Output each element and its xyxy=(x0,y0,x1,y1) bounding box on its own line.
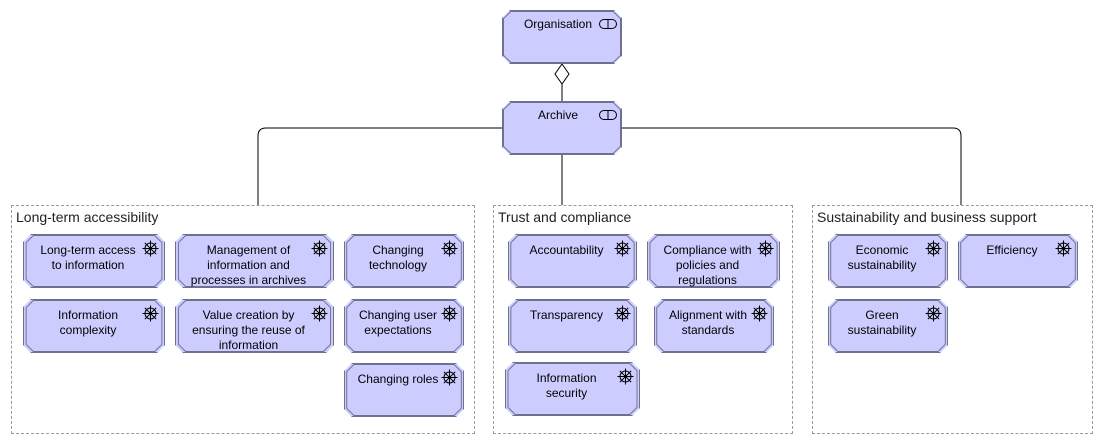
group-label: Long-term accessibility xyxy=(16,209,159,225)
driver-compliance-with-policies[interactable]: Compliance with policies and regulations xyxy=(647,234,780,288)
driver-value-creation[interactable]: Value creation by ensuring the reuse of … xyxy=(175,299,334,353)
driver-green-sustainability[interactable]: Green sustainability xyxy=(828,299,948,353)
driver-label: Green sustainability xyxy=(847,308,917,337)
group-label: Sustainability and business support xyxy=(817,209,1037,225)
organisation-label: Organisation xyxy=(523,17,593,31)
driver-icon xyxy=(757,240,774,257)
aggregation-relation xyxy=(554,63,570,101)
group-sustainability-and-business-support[interactable]: Sustainability and business support xyxy=(812,205,1093,434)
driver-icon xyxy=(311,305,328,322)
driver-label: Compliance with policies and regulations xyxy=(663,243,752,287)
driver-icon xyxy=(441,369,458,386)
group-long-term-accessibility[interactable]: Long-term accessibility xyxy=(11,205,475,434)
driver-icon xyxy=(614,240,631,257)
driver-icon xyxy=(614,305,631,322)
connector-long-term-accessibility xyxy=(257,127,502,205)
driver-icon xyxy=(751,305,768,322)
driver-label: Information security xyxy=(536,371,597,400)
driver-transparency[interactable]: Transparency xyxy=(508,299,637,353)
driver-economic-sustainability[interactable]: Economic sustainability xyxy=(828,234,948,288)
driver-icon xyxy=(1055,240,1072,257)
driver-label: Efficiency xyxy=(986,243,1038,257)
driver-label: Long-term access to information xyxy=(40,243,136,272)
archive-label: Archive xyxy=(537,108,578,122)
driver-icon xyxy=(441,240,458,257)
driver-icon xyxy=(925,305,942,322)
driver-label: Accountability xyxy=(529,243,604,257)
driver-efficiency[interactable]: Efficiency xyxy=(958,234,1078,288)
driver-label: Value creation by ensuring the reuse of … xyxy=(192,308,305,352)
driver-label: Changing technology xyxy=(368,243,428,272)
driver-icon xyxy=(617,368,634,385)
driver-label: Alignment with standards xyxy=(668,308,748,337)
driver-label: Management of information and processes … xyxy=(190,243,307,287)
organisation-node[interactable]: Organisation xyxy=(502,10,622,64)
group-trust-and-compliance[interactable]: Trust and compliance xyxy=(493,205,793,434)
archive-node[interactable]: Archive xyxy=(502,101,622,155)
driver-label: Economic sustainability xyxy=(847,243,917,272)
business-service-icon xyxy=(599,110,617,120)
driver-label: Changing roles xyxy=(357,372,439,386)
driver-icon xyxy=(142,240,159,257)
driver-icon xyxy=(311,240,328,257)
driver-label: Transparency xyxy=(530,308,603,322)
group-label: Trust and compliance xyxy=(498,209,632,225)
driver-icon xyxy=(925,240,942,257)
driver-information-complexity[interactable]: Information complexity xyxy=(23,299,165,353)
driver-alignment-with-standards[interactable]: Alignment with standards xyxy=(654,299,774,353)
driver-changing-technology[interactable]: Changing technology xyxy=(344,234,464,288)
driver-management-of-information[interactable]: Management of information and processes … xyxy=(175,234,334,288)
driver-changing-roles[interactable]: Changing roles xyxy=(344,363,464,417)
driver-icon xyxy=(142,305,159,322)
driver-long-term-access[interactable]: Long-term access to information xyxy=(23,234,165,288)
driver-changing-user-expectations[interactable]: Changing user expectations xyxy=(344,299,464,353)
connector-sustainability xyxy=(622,127,962,205)
business-service-icon xyxy=(599,19,617,29)
driver-label: Information complexity xyxy=(57,308,119,337)
driver-icon xyxy=(441,305,458,322)
driver-label: Changing user expectations xyxy=(358,308,438,337)
driver-accountability[interactable]: Accountability xyxy=(508,234,637,288)
driver-information-security[interactable]: Information security xyxy=(505,362,640,416)
